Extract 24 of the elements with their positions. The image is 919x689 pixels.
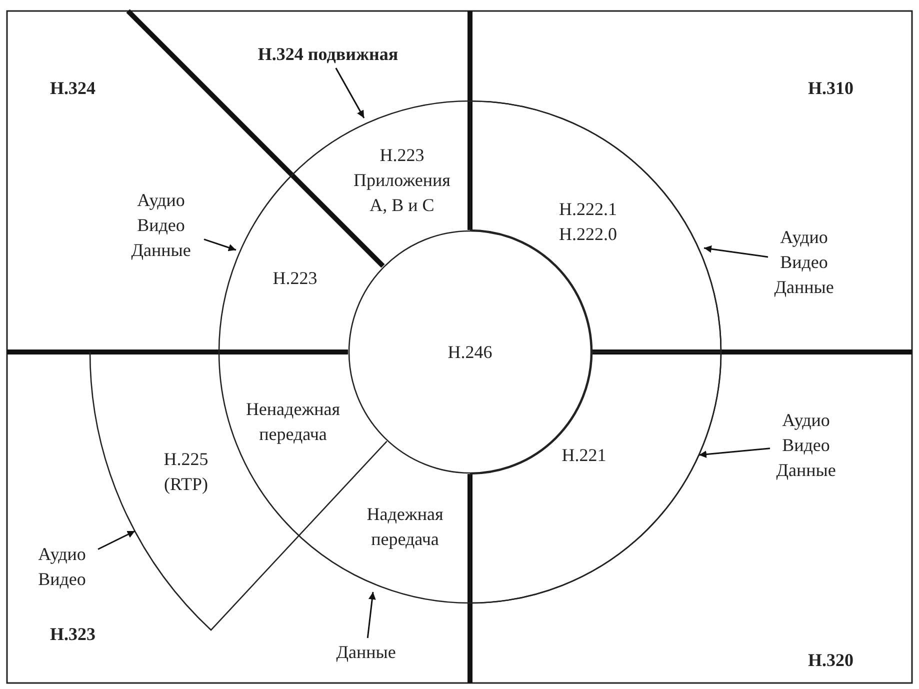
sector-label: H.223 Приложения A, B и C	[352, 144, 452, 216]
sector-label: H.222.1 H.222.0	[558, 198, 618, 246]
quadrant-label: H.310	[808, 77, 854, 100]
callout-text: Аудио Видео Данные	[773, 226, 835, 299]
sector-label: H.223	[272, 266, 318, 290]
arrow	[698, 448, 770, 458]
callout-text: Данные	[336, 640, 396, 664]
callout-text: Аудио Видео	[37, 543, 87, 591]
arrow	[366, 592, 376, 638]
arrow	[98, 530, 136, 550]
arrow	[335, 68, 365, 118]
callout-text: Аудио Видео Данные	[775, 408, 837, 482]
circle-label: H.246	[448, 340, 492, 364]
quadrant-label: H.323	[50, 623, 96, 646]
sector-label: H.221	[560, 444, 608, 467]
arrow	[704, 245, 768, 258]
quadrant-label: H.324	[50, 77, 96, 100]
arrow	[204, 238, 236, 252]
callout-text: Аудио Видео Данные	[130, 188, 192, 262]
sector-label: Ненадежная передача	[244, 398, 342, 446]
sector-label: Надежная передача	[366, 503, 444, 551]
sector-label: H.225 (RTP)	[162, 448, 210, 496]
quadrant-label: H.320	[808, 649, 854, 672]
callout-text: H.324 подвижная	[258, 42, 398, 66]
